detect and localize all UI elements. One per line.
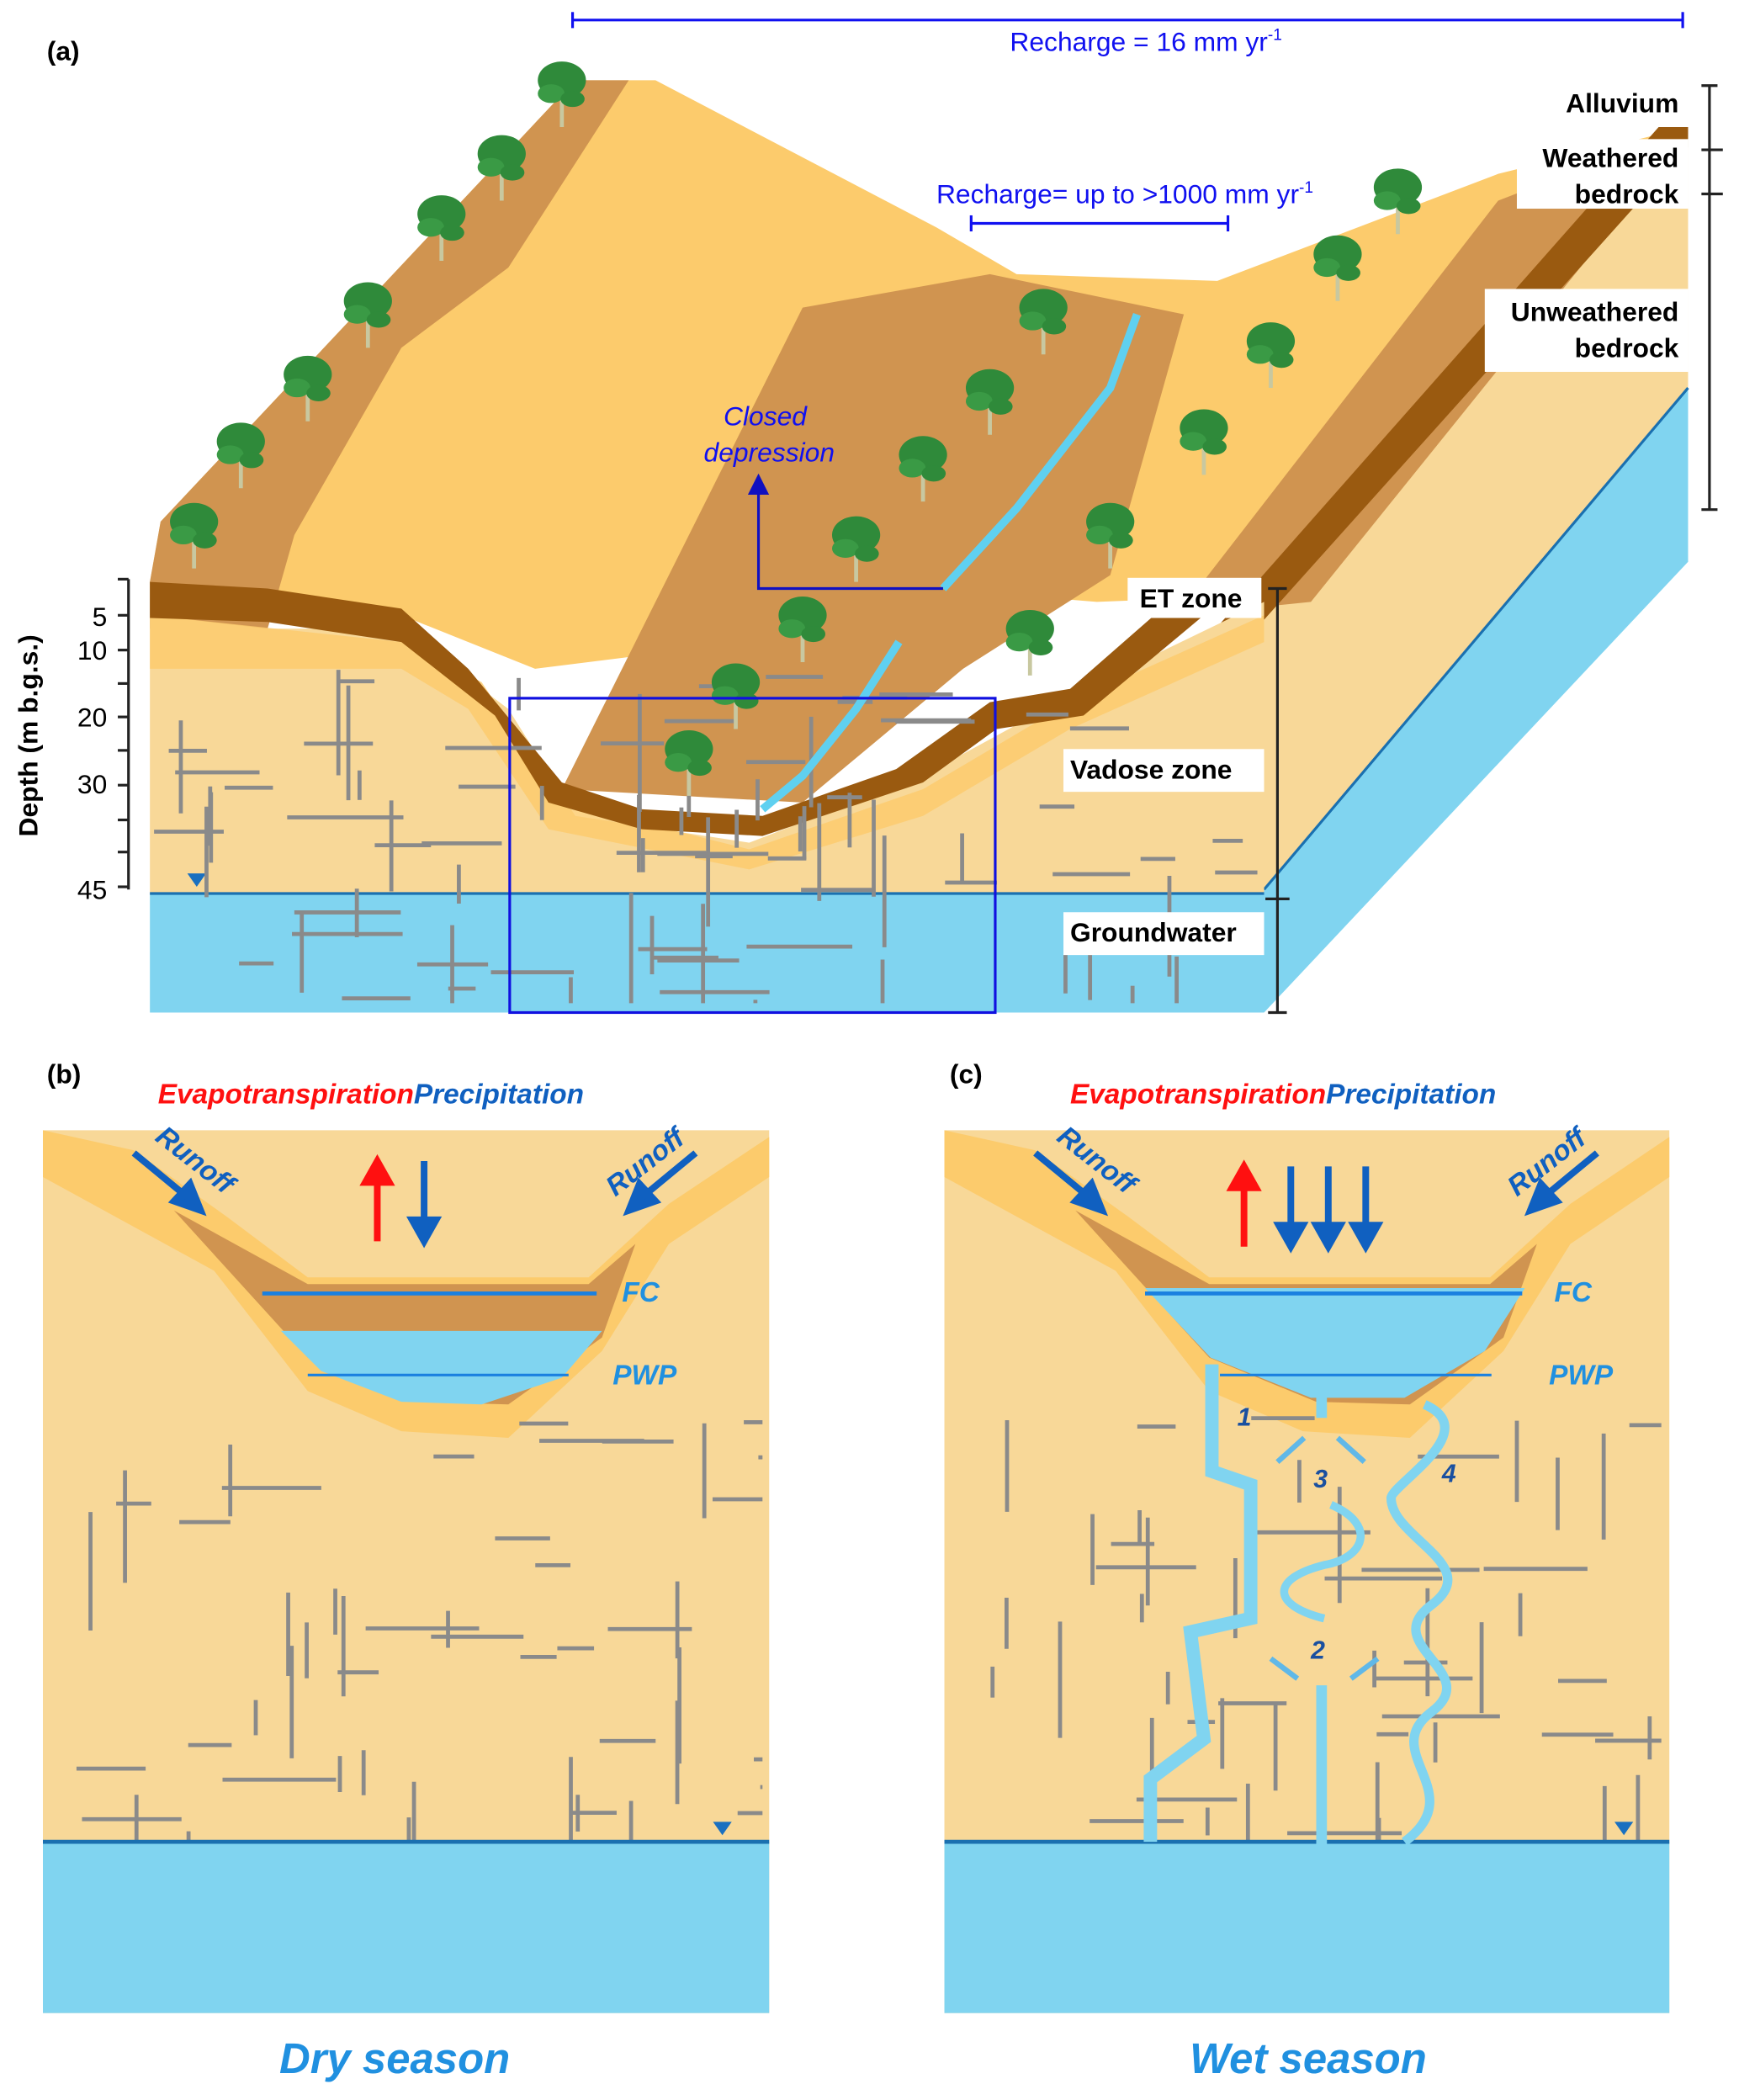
et-zone-label: ET zone <box>1140 583 1243 613</box>
tree-icon <box>831 516 881 582</box>
tree-icon <box>778 597 827 662</box>
tree-icon <box>1180 409 1228 475</box>
svg-text:EvapotranspirationPrecipitatio: EvapotranspirationPrecipitation <box>1070 1079 1496 1111</box>
runoff-left-arrow-icon <box>1033 1150 1109 1217</box>
water-table-marker-icon <box>187 873 206 888</box>
panel-a-label: (a) <box>47 36 80 66</box>
alluvium-band-front <box>150 615 1264 870</box>
depth-tick-10: 10 <box>77 635 107 666</box>
tree-icon <box>1313 235 1362 301</box>
pathway-4-diffuse-flow <box>1386 1400 1453 1846</box>
clay-band-front <box>150 581 1204 836</box>
fc-label: FC <box>622 1277 660 1308</box>
pwp-label: PWP <box>1549 1360 1614 1391</box>
tree-icon <box>899 436 947 502</box>
water-table-marker-icon <box>1614 1822 1634 1836</box>
closed-depression-arrow <box>747 473 943 591</box>
tree-icon <box>1246 322 1296 389</box>
wet-season-caption: Wet season <box>1190 2034 1427 2082</box>
focus-rectangle <box>508 697 997 1015</box>
tree-icon <box>216 422 265 489</box>
stream-upper <box>940 312 1141 591</box>
recharge-regional-label: Recharge = 16 mm yr-1 <box>1010 26 1281 56</box>
pathway-2-label: 2 <box>1310 1636 1325 1664</box>
evapotranspiration-label: Evapotranspiration <box>1070 1079 1326 1111</box>
depth-tick-30: 30 <box>77 769 107 799</box>
flow-arrow-icon <box>1349 1656 1380 1681</box>
precip-arrow-icon <box>1310 1166 1346 1254</box>
tree-icon <box>1019 289 1068 355</box>
flow-arrow-icon <box>1335 1435 1366 1465</box>
tree-icon <box>538 61 586 128</box>
precip-arrow-icon <box>406 1160 443 1249</box>
pathway-4-label: 4 <box>1441 1461 1456 1488</box>
clay-band-right <box>1203 127 1689 643</box>
soil-water <box>280 1330 602 1405</box>
groundwater-label: Groundwater <box>1070 917 1237 947</box>
layer-bracket <box>1701 84 1723 512</box>
panel-b: (b) EvapotranspirationPrecipitation FC P… <box>42 1059 770 2082</box>
panel-c: (c) EvapotranspirationPrecipitation 1 2 … <box>944 1059 1670 2082</box>
tree-icon <box>477 135 526 201</box>
pathway-3-meander <box>1280 1501 1365 1623</box>
pathway-1-label: 1 <box>1238 1404 1252 1432</box>
et-arrow-icon <box>1226 1159 1262 1247</box>
groundwater <box>944 1842 1670 2013</box>
flow-arrow-icon <box>1269 1656 1300 1681</box>
panel-c-label: (c) <box>950 1059 983 1090</box>
water-table-marker-icon <box>713 1822 732 1836</box>
et-arrow-icon <box>359 1153 395 1242</box>
soil-water <box>1145 1287 1525 1398</box>
pwp-label: PWP <box>612 1360 677 1391</box>
pathway-1-fracture-flow <box>1143 1364 1258 1843</box>
runoff-right-arrow-icon <box>623 1150 698 1217</box>
precip-arrow-icon <box>1348 1166 1384 1254</box>
depth-axis-title: Depth (m b.g.s.) <box>13 634 44 836</box>
depth-tick-5: 5 <box>93 602 108 632</box>
stream-lower <box>760 639 903 813</box>
tree-icon <box>711 663 761 729</box>
depth-tick-20: 20 <box>77 702 107 732</box>
runoff-right-arrow-icon <box>1524 1150 1599 1217</box>
pathway-3-label: 3 <box>1313 1466 1328 1493</box>
vadose-zone-label: Vadose zone <box>1070 754 1233 784</box>
precip-arrow-icon <box>1273 1166 1309 1254</box>
flow-arrow-icon <box>1275 1435 1307 1465</box>
tree-icon <box>665 730 713 796</box>
tree-icon <box>417 195 466 262</box>
trees <box>170 61 1423 796</box>
svg-text:EvapotranspirationPrecipitatio: EvapotranspirationPrecipitation <box>158 1079 584 1111</box>
tree-icon <box>1086 502 1135 569</box>
tree-icon <box>170 502 219 569</box>
panel-b-label: (b) <box>47 1059 82 1090</box>
hillslope-soil-left <box>150 80 629 629</box>
fc-label: FC <box>1554 1277 1592 1308</box>
tree-icon <box>965 369 1015 435</box>
block-side-groundwater <box>1264 388 1689 1013</box>
recharge-local-label: Recharge= up to >1000 mm yr-1 <box>936 179 1313 209</box>
tree-icon <box>284 355 332 422</box>
depth-axis <box>118 577 130 890</box>
precipitation-label: Precipitation <box>414 1079 584 1111</box>
tree-icon <box>343 282 392 348</box>
runoff-left-arrow-icon <box>131 1150 207 1217</box>
depth-tick-45: 45 <box>77 874 107 904</box>
alluvium-label: Alluvium <box>1566 88 1678 119</box>
zone-bracket <box>1265 586 1290 1015</box>
dry-season-caption: Dry season <box>279 2034 510 2082</box>
tree-icon <box>1373 168 1423 235</box>
evapotranspiration-label: Evapotranspiration <box>158 1079 414 1111</box>
groundwater <box>42 1842 770 2013</box>
precipitation-label: Precipitation <box>1326 1079 1496 1111</box>
tree-icon <box>1005 609 1054 676</box>
